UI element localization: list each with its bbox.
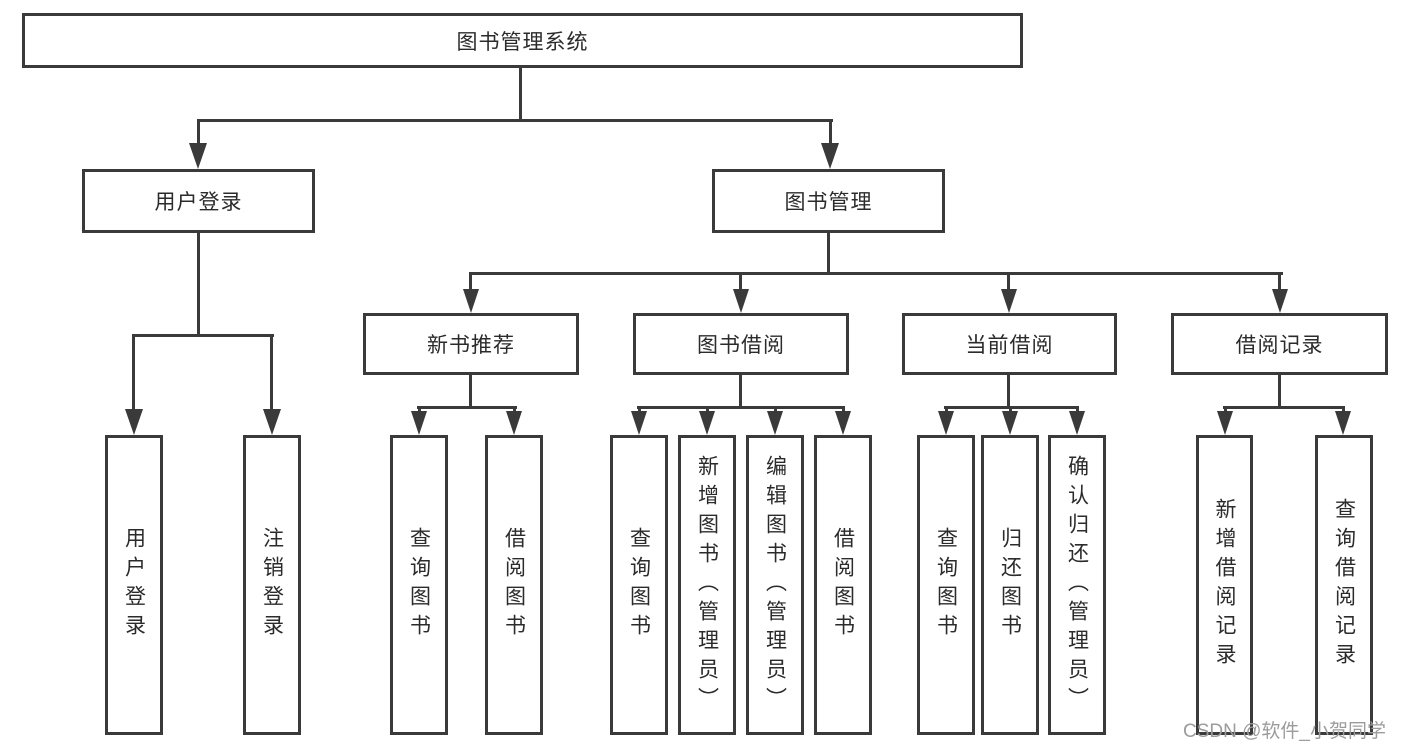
arrowhead-to-leaf bbox=[1335, 411, 1351, 435]
arrowhead-to-leaf bbox=[835, 411, 851, 435]
connector-user-bar bbox=[132, 334, 274, 337]
connector-mgmt-drop1 bbox=[469, 272, 472, 291]
leaf-borrow-book: 借阅图书 bbox=[814, 435, 872, 735]
connector-mgmt-bar bbox=[469, 272, 1283, 275]
connector-user-drop1 bbox=[132, 334, 135, 412]
connector-leaf-drop bbox=[638, 406, 641, 414]
arrowhead-to-current-borrow bbox=[1001, 289, 1017, 313]
connector-mgmt-drop3 bbox=[1007, 272, 1010, 291]
arrowhead-to-leaf bbox=[1069, 411, 1085, 435]
connector-mgmt-stem bbox=[827, 233, 830, 274]
leaf-confirm-return-admin: 确认归还（管理员） bbox=[1048, 435, 1106, 735]
arrowhead-to-new-book-recommend bbox=[463, 289, 479, 313]
node-user-login: 用户登录 bbox=[82, 169, 315, 233]
arrowhead-to-leaf bbox=[767, 411, 783, 435]
connector-branch1-bar bbox=[417, 406, 517, 409]
connector-leaf-drop bbox=[1342, 406, 1345, 414]
arrowhead-to-book-borrow bbox=[733, 289, 749, 313]
leaf-add-borrow-record: 新增借阅记录 bbox=[1196, 435, 1253, 735]
connector-user-stem bbox=[197, 233, 200, 337]
connector-leaf-drop bbox=[842, 406, 845, 414]
node-borrow-record: 借阅记录 bbox=[1171, 313, 1388, 375]
node-book-management: 图书管理 bbox=[712, 169, 945, 233]
leaf-user-login: 用户登录 bbox=[105, 435, 163, 735]
connector-drop-mgmt bbox=[829, 119, 832, 145]
connector-leaf-drop bbox=[1009, 406, 1012, 414]
connector-leaf-drop bbox=[418, 406, 421, 414]
arrowhead-to-leaf-logout bbox=[263, 409, 281, 435]
arrowhead-to-leaf-user-login bbox=[125, 409, 143, 435]
node-current-borrow: 当前借阅 bbox=[902, 313, 1117, 375]
leaf-logout: 注销登录 bbox=[243, 435, 301, 735]
connector-branch4-stem bbox=[1278, 375, 1281, 408]
connector-branch3-stem bbox=[1007, 375, 1010, 408]
leaf-add-book-admin: 新增图书（管理员） bbox=[678, 435, 736, 735]
connector-user-drop2 bbox=[270, 334, 273, 412]
connector-mgmt-drop2 bbox=[739, 272, 742, 291]
connector-drop-user bbox=[197, 119, 200, 145]
leaf-borrow-book-recommend: 借阅图书 bbox=[485, 435, 543, 735]
leaf-return-book: 归还图书 bbox=[981, 435, 1039, 735]
arrowhead-to-leaf bbox=[1217, 411, 1233, 435]
arrowhead-to-leaf bbox=[938, 411, 954, 435]
connector-leaf-drop bbox=[774, 406, 777, 414]
arrowhead-to-user-login bbox=[189, 143, 207, 169]
connector-leaf-drop bbox=[513, 406, 516, 414]
connector-mgmt-drop4 bbox=[1278, 272, 1281, 291]
leaf-query-book-recommend: 查询图书 bbox=[390, 435, 448, 735]
arrowhead-to-book-management bbox=[821, 143, 839, 169]
leaf-query-book-borrow: 查询图书 bbox=[610, 435, 668, 735]
arrowhead-to-borrow-record bbox=[1272, 289, 1288, 313]
connector-branch2-bar bbox=[637, 406, 845, 409]
connector-root-stem bbox=[519, 68, 522, 121]
connector-branch2-stem bbox=[739, 375, 742, 408]
leaf-query-borrow-record: 查询借阅记录 bbox=[1315, 435, 1373, 735]
arrowhead-to-leaf bbox=[699, 411, 715, 435]
connector-leaf-drop bbox=[945, 406, 948, 414]
connector-branch1-stem bbox=[469, 375, 472, 408]
connector-leaf-drop bbox=[1224, 406, 1227, 414]
csdn-watermark: CSDN @软件_小贺同学 bbox=[1183, 721, 1386, 742]
leaf-query-book-current: 查询图书 bbox=[917, 435, 975, 735]
connector-leaf-drop bbox=[706, 406, 709, 414]
arrowhead-to-leaf bbox=[631, 411, 647, 435]
node-book-borrow: 图书借阅 bbox=[633, 313, 849, 375]
connector-leaf-drop bbox=[1076, 406, 1079, 414]
leaf-edit-book-admin: 编辑图书（管理员） bbox=[746, 435, 804, 735]
arrowhead-to-leaf bbox=[411, 411, 427, 435]
arrowhead-to-leaf bbox=[506, 411, 522, 435]
node-root-system: 图书管理系统 bbox=[22, 13, 1023, 68]
connector-root-bar bbox=[197, 119, 833, 122]
arrowhead-to-leaf bbox=[1002, 411, 1018, 435]
node-new-book-recommend: 新书推荐 bbox=[363, 313, 579, 375]
connector-branch4-bar bbox=[1223, 406, 1345, 409]
